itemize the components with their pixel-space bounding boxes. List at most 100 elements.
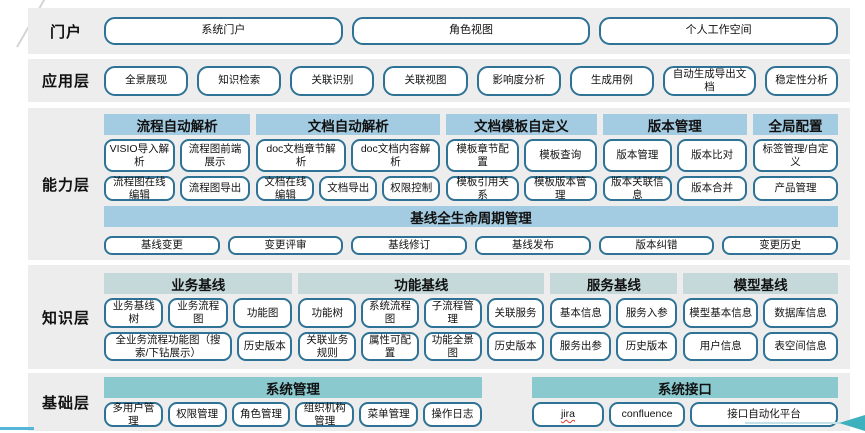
arch-button[interactable]: 流程图前端展示 bbox=[179, 139, 251, 172]
layer-label: 应用层 bbox=[41, 73, 90, 90]
arch-button[interactable]: 角色管理 bbox=[231, 402, 291, 427]
arch-button[interactable]: VISIO导入解析 bbox=[104, 139, 175, 172]
group-header: 文档模板自定义 bbox=[446, 114, 597, 135]
arch-button[interactable]: doc文档内容解析 bbox=[350, 139, 441, 172]
button-row: 功能树系统流程图子流程管理关联服务 bbox=[298, 298, 545, 328]
arch-button[interactable]: 历史版本 bbox=[486, 332, 545, 361]
arch-button[interactable]: 基线变更 bbox=[104, 236, 220, 255]
group-capability-4: 全局配置标签管理/自定义产品管理 bbox=[752, 114, 838, 205]
arch-button[interactable]: 组织机构管理 bbox=[295, 402, 355, 427]
layer-stack: 门户系统门户角色视图个人工作空间应用层全景展现知识检索关联识别关联视图影响度分析… bbox=[28, 0, 850, 431]
arch-button[interactable]: 数据库信息 bbox=[763, 298, 839, 328]
arch-button[interactable]: 模板查询 bbox=[523, 139, 597, 172]
arch-button[interactable]: 文档导出 bbox=[319, 176, 378, 201]
arch-button[interactable]: 产品管理 bbox=[752, 176, 838, 201]
arch-button[interactable]: 模板章节配置 bbox=[446, 139, 519, 172]
arch-button[interactable]: 基线修订 bbox=[351, 236, 468, 255]
arch-button[interactable]: 版本比对 bbox=[677, 139, 747, 172]
arch-button[interactable]: 关联业务规则 bbox=[298, 332, 357, 361]
baseline-header: 基线全生命周期管理 bbox=[104, 206, 838, 227]
arch-button[interactable]: 关联服务 bbox=[486, 298, 545, 328]
bottom-accent-line bbox=[0, 427, 34, 430]
arch-button[interactable]: 稳定性分析 bbox=[764, 65, 839, 96]
group-header: 流程自动解析 bbox=[104, 114, 251, 135]
left-arrow-icon bbox=[839, 415, 865, 431]
arch-button[interactable]: 模板引用关系 bbox=[446, 176, 519, 201]
arch-button[interactable]: 角色视图 bbox=[351, 17, 591, 45]
button-row: 全业务流程功能图（搜索/下钻展示）历史版本 bbox=[104, 332, 293, 361]
arch-button[interactable]: confluence bbox=[609, 402, 685, 427]
button-row: 标签管理/自定义 bbox=[752, 139, 838, 172]
group-header: 系统接口 bbox=[531, 377, 838, 398]
arch-button[interactable]: 流程图在线编辑 bbox=[104, 176, 175, 201]
group-header: 版本管理 bbox=[602, 114, 747, 135]
button-row: 业务基线树业务流程图功能图 bbox=[104, 298, 293, 328]
arch-button[interactable]: 操作日志 bbox=[422, 402, 482, 427]
arch-button[interactable]: 服务入参 bbox=[616, 298, 678, 328]
arch-button[interactable]: 变更历史 bbox=[722, 236, 839, 255]
arch-button[interactable]: 属性可配置 bbox=[361, 332, 419, 361]
arch-button[interactable]: 全景展现 bbox=[104, 65, 189, 96]
button-row: 用户信息表空间信息 bbox=[683, 332, 839, 361]
layer-foundation: 基础层系统管理多用户管理权限管理角色管理组织机构管理菜单管理操作日志 系统接口 ji… bbox=[28, 373, 850, 431]
button-row: VISIO导入解析流程图前端展示 bbox=[104, 139, 251, 172]
button-row: 流程图在线编辑流程图导出 bbox=[104, 176, 251, 201]
arch-button[interactable]: 历史版本 bbox=[616, 332, 678, 361]
arch-button[interactable]: 模板版本管理 bbox=[523, 176, 597, 201]
arch-button[interactable]: 功能树 bbox=[298, 298, 357, 328]
arch-button[interactable]: 服务出参 bbox=[550, 332, 612, 361]
button-row: 产品管理 bbox=[752, 176, 838, 201]
layer-content: 业务基线业务基线树业务流程图功能图全业务流程功能图（搜索/下钻展示）历史版本功能… bbox=[104, 265, 850, 369]
arch-button[interactable]: 权限控制 bbox=[382, 176, 441, 201]
arch-button[interactable]: 业务基线树 bbox=[104, 298, 164, 328]
arch-button[interactable]: 版本纠错 bbox=[598, 236, 715, 255]
arch-button[interactable]: 系统门户 bbox=[104, 17, 343, 45]
arch-button[interactable]: doc文档章节解析 bbox=[256, 139, 346, 172]
arch-button[interactable]: 版本关联信息 bbox=[602, 176, 673, 201]
group-header: 业务基线 bbox=[104, 273, 293, 294]
arch-button[interactable]: 关联视图 bbox=[383, 65, 468, 96]
button-row: 全景展现知识检索关联识别关联视图影响度分析生成用例自动生成导出文档稳定性分析 bbox=[104, 65, 839, 96]
button-row: 服务出参历史版本 bbox=[550, 332, 678, 361]
arch-button[interactable]: 用户信息 bbox=[683, 332, 759, 361]
arch-button[interactable]: 全业务流程功能图（搜索/下钻展示） bbox=[104, 332, 233, 361]
arch-button[interactable]: 系统流程图 bbox=[361, 298, 419, 328]
layer-knowledge: 知识层业务基线业务基线树业务流程图功能图全业务流程功能图（搜索/下钻展示）历史版… bbox=[28, 265, 850, 369]
arch-button[interactable]: 版本合并 bbox=[677, 176, 747, 201]
arch-button[interactable]: 基本信息 bbox=[550, 298, 612, 328]
arch-button[interactable]: 业务流程图 bbox=[168, 298, 228, 328]
arch-button[interactable]: 表空间信息 bbox=[763, 332, 839, 361]
arch-button[interactable]: 自动生成导出文档 bbox=[662, 65, 756, 96]
arch-button[interactable]: jira bbox=[531, 402, 605, 427]
arch-button[interactable]: 影响度分析 bbox=[476, 65, 561, 96]
button-row: 关联业务规则属性可配置功能全景图历史版本 bbox=[298, 332, 545, 361]
arch-button[interactable]: 权限管理 bbox=[167, 402, 227, 427]
arch-button[interactable]: 知识检索 bbox=[197, 65, 282, 96]
arch-button[interactable]: 文档在线编辑 bbox=[256, 176, 315, 201]
arch-button[interactable]: 功能全景图 bbox=[423, 332, 482, 361]
arch-button[interactable]: 生成用例 bbox=[569, 65, 654, 96]
arch-button[interactable]: 模型基本信息 bbox=[683, 298, 759, 328]
arch-button[interactable]: 个人工作空间 bbox=[599, 17, 839, 45]
arch-button[interactable]: 变更评审 bbox=[227, 236, 344, 255]
arch-button[interactable]: 子流程管理 bbox=[423, 298, 482, 328]
arch-button[interactable]: 基线发布 bbox=[475, 236, 591, 255]
layer-portal: 门户系统门户角色视图个人工作空间 bbox=[28, 8, 850, 54]
arch-button[interactable]: 版本管理 bbox=[602, 139, 673, 172]
group-header: 功能基线 bbox=[298, 273, 545, 294]
arch-button[interactable]: 流程图导出 bbox=[179, 176, 251, 201]
arch-button[interactable]: 菜单管理 bbox=[359, 402, 418, 427]
group-header: 文档自动解析 bbox=[256, 114, 441, 135]
arch-button[interactable]: 标签管理/自定义 bbox=[752, 139, 838, 172]
group-knowledge-1: 功能基线功能树系统流程图子流程管理关联服务关联业务规则属性可配置功能全景图历史版… bbox=[298, 273, 545, 361]
arch-button[interactable]: 历史版本 bbox=[237, 332, 293, 361]
arch-button[interactable]: 关联识别 bbox=[290, 65, 375, 96]
arch-button[interactable]: 功能图 bbox=[232, 298, 293, 328]
arch-button[interactable]: 多用户管理 bbox=[104, 402, 163, 427]
layer-label: 基础层 bbox=[41, 394, 90, 412]
group-foundation-0: 系统管理多用户管理权限管理角色管理组织机构管理菜单管理操作日志 bbox=[104, 377, 482, 427]
